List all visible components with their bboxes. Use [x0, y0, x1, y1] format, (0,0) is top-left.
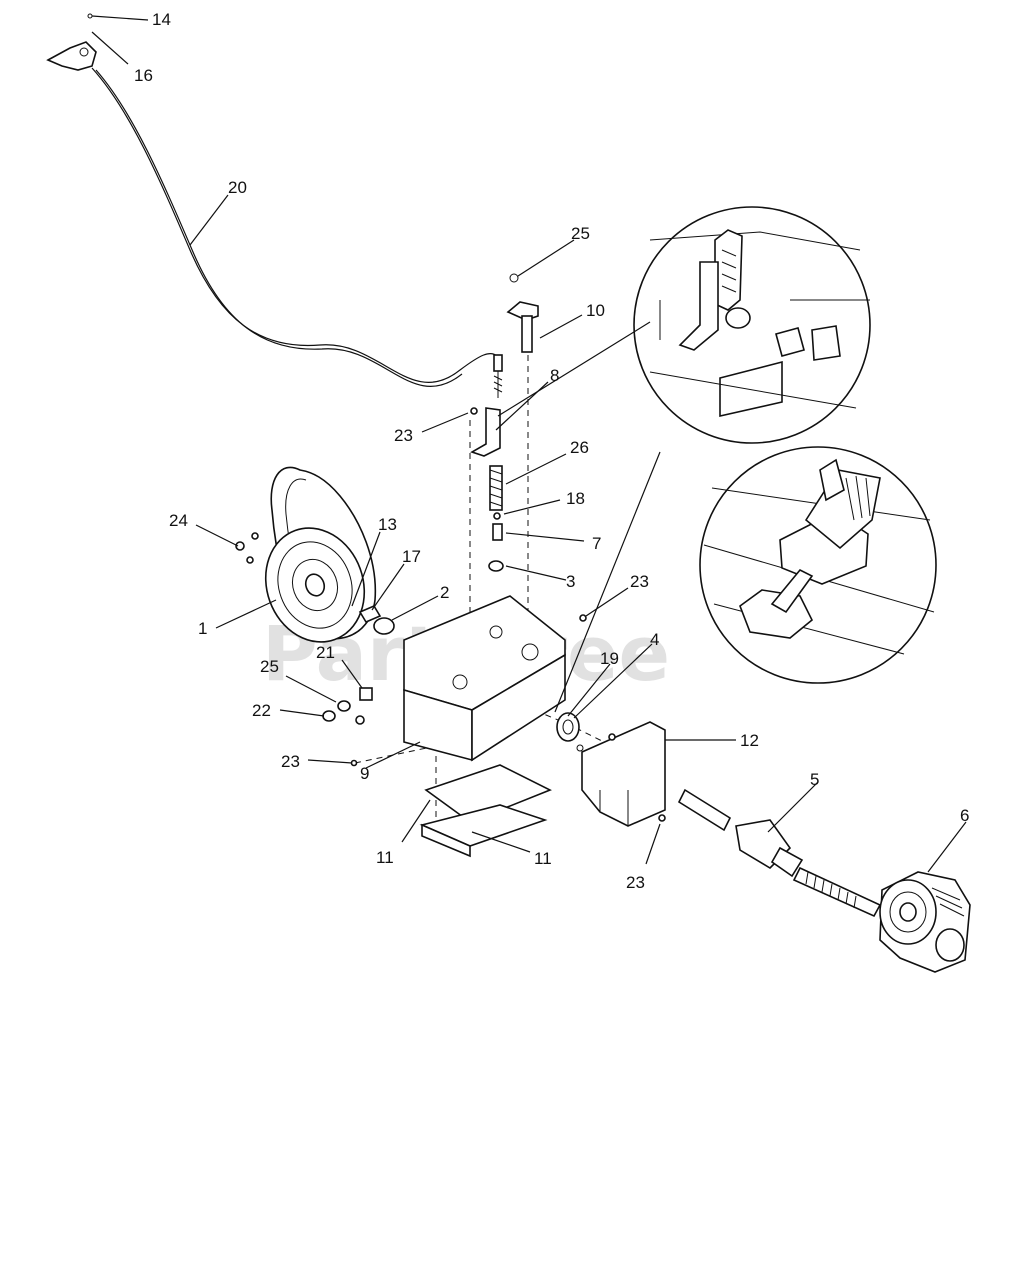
bearing: [556, 712, 584, 752]
screw: [350, 759, 358, 767]
callout-label: 17: [402, 547, 421, 566]
mounting-bracket: [403, 595, 566, 762]
base-plates: [419, 764, 552, 858]
detail-view-lower: [554, 446, 937, 713]
callout-label: 1: [198, 619, 207, 638]
detail-view-upper: [497, 206, 871, 444]
bolt: [337, 700, 351, 712]
control-handle: [46, 13, 97, 71]
lever-bracket: [470, 407, 501, 457]
spacer: [488, 560, 504, 572]
callout-label: 14: [152, 10, 171, 29]
callout-label: 25: [571, 224, 590, 243]
callout-label: 9: [360, 764, 369, 783]
callout-label: 23: [394, 426, 413, 445]
callout-label: 20: [228, 178, 247, 197]
screw: [470, 407, 478, 415]
callout-label: 22: [252, 701, 271, 720]
callout-label: 18: [566, 489, 585, 508]
callout-label: 19: [600, 649, 619, 668]
hub: [373, 617, 395, 635]
callout-label: 11: [534, 849, 552, 868]
bushing: [492, 523, 503, 541]
callout-label: 16: [134, 66, 153, 85]
callout-label: 6: [960, 806, 969, 825]
callout-label: 21: [316, 643, 335, 662]
callout-label: 13: [378, 515, 397, 534]
callout-label: 8: [550, 366, 559, 385]
screw: [658, 814, 666, 822]
nut: [251, 532, 259, 540]
leader-lines: [91, 15, 967, 873]
spring: [489, 465, 503, 511]
clip: [359, 687, 373, 701]
callout-label: 23: [630, 572, 649, 591]
callout-label: 25: [260, 657, 279, 676]
callout-label: 5: [810, 770, 819, 789]
screw: [579, 614, 587, 622]
shield: [581, 721, 666, 827]
pulley-belt: [264, 466, 377, 643]
pin: [506, 273, 539, 353]
callout-label: 23: [626, 873, 645, 892]
callout-label: 7: [592, 534, 601, 553]
callout-label: 12: [740, 731, 759, 750]
washer: [493, 512, 501, 520]
callout-label: 11: [376, 848, 394, 867]
key: [358, 604, 382, 624]
callout-label: 10: [586, 301, 605, 320]
drive-shaft: [677, 788, 882, 918]
callout-label: 4: [650, 630, 659, 649]
cable-end: [493, 354, 503, 398]
callout-label: 23: [281, 752, 300, 771]
callout-label: 2: [440, 583, 449, 602]
gearbox: [879, 871, 971, 973]
callout-label: 3: [566, 572, 575, 591]
callout-label: 24: [169, 511, 188, 530]
nut: [322, 710, 336, 722]
bolt: [235, 541, 245, 551]
control-cable: [91, 67, 498, 383]
screw: [608, 733, 616, 741]
callout-label: 26: [570, 438, 589, 457]
